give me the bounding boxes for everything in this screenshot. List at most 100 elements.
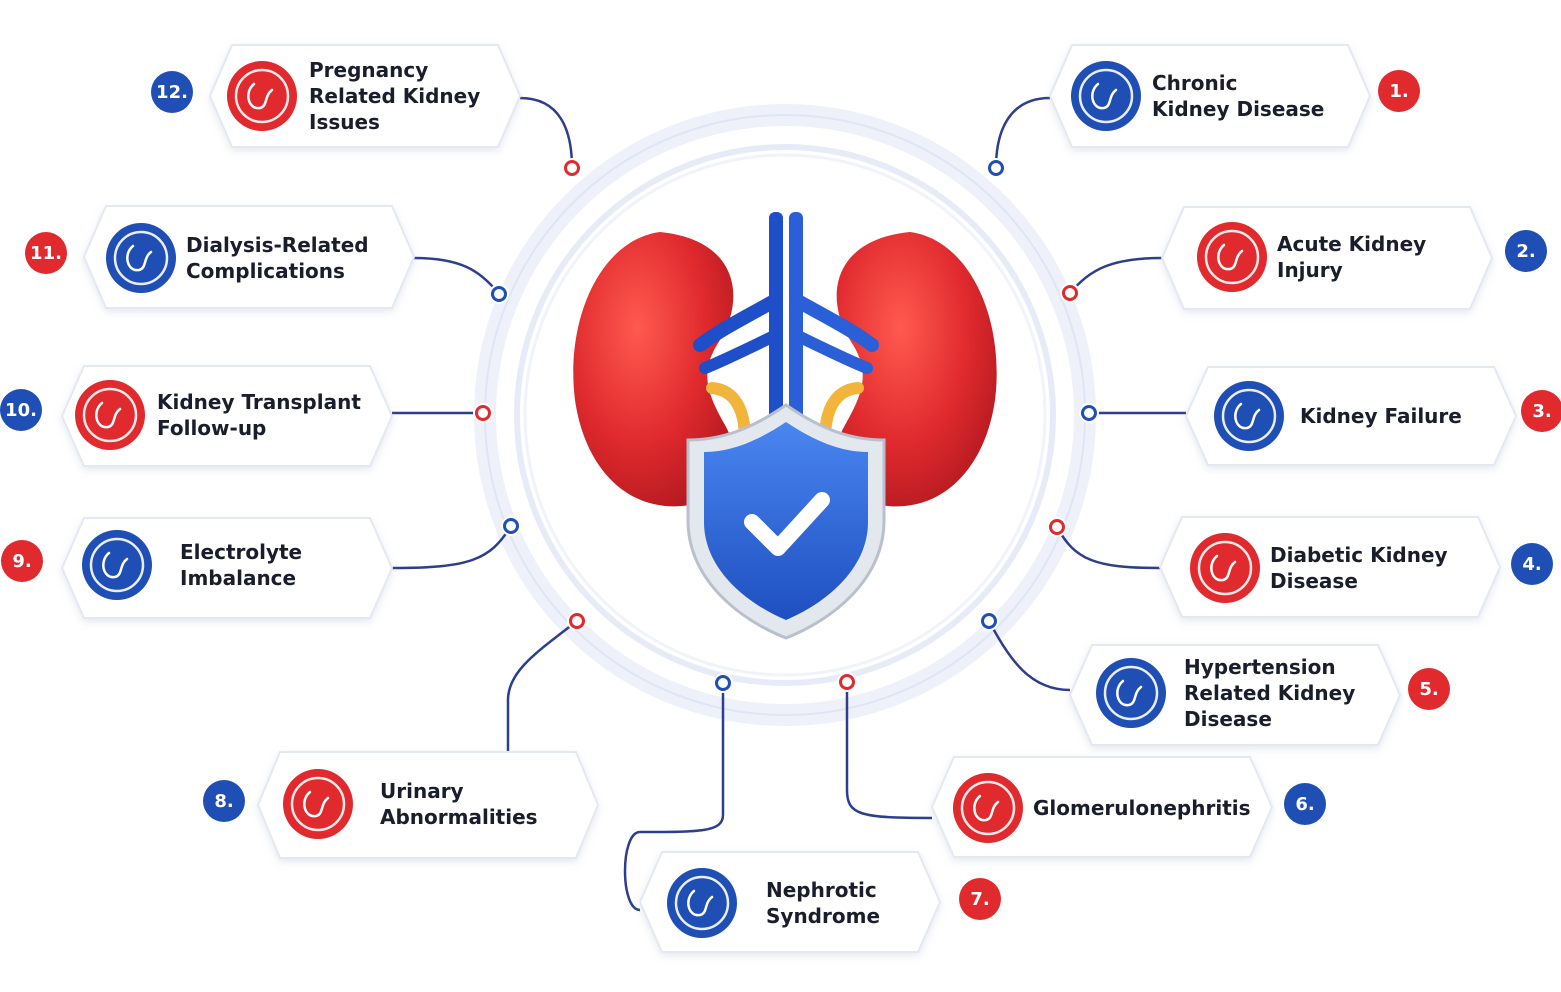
card-label-line: Hypertension [1184,655,1336,679]
icon-circle [667,868,737,938]
icon-circle [1190,533,1260,603]
ring-dot-marker-3 [1081,405,1097,421]
ring-dot-marker-11 [491,286,507,302]
number-badge-circle [1408,668,1450,710]
card-background [930,756,1274,858]
number-badge-label: 12. [156,82,188,103]
kidney-scan-icon [1071,61,1141,131]
card-label-line: Complications [186,259,345,283]
card-label-line: Dialysis-Related [186,233,369,257]
ring-dot-marker-5 [981,613,997,629]
connector-line-2 [1069,256,1163,294]
kidney-transplant-icon [75,380,145,450]
icon-glyph [303,790,330,818]
ring-dot-marker-6 [839,674,855,690]
icon-glyph-ring [1103,665,1159,721]
glucose-meter-icon [1190,533,1260,603]
icon-circle [82,530,152,600]
card-label-line: Acute Kidney [1277,232,1426,256]
number-badge-3: 3. [1521,390,1561,432]
icon-circle [283,769,353,839]
icon-circle [1214,381,1284,451]
number-badge-label: 2. [1516,241,1535,262]
icon-glyph-ring [1078,68,1134,124]
number-badge-label: 9. [12,551,31,572]
ring-dot-marker-7 [715,675,731,691]
connector-line-6 [845,682,933,820]
icon-glyph-ring [1197,540,1253,596]
connector-line-9 [391,525,513,570]
connector-lines [391,96,1186,912]
card-background [208,44,522,148]
icon-circle [1197,222,1267,292]
number-badge-11: 11. [25,232,67,274]
card-label-line: Urinary [380,779,464,803]
pregnancy-icon [227,61,297,131]
connector-line-7 [623,683,725,912]
icon-glyph [687,889,714,917]
number-badge-8: 8. [203,780,245,822]
number-badge-12: 12. [151,71,193,113]
number-badge-label: 5. [1419,679,1438,700]
number-badge-circle [25,232,67,274]
blood-pressure-heart-icon [1096,658,1166,728]
number-badge-circle [151,71,193,113]
number-badge-circle [959,878,1001,920]
number-badge-9: 9. [1,540,43,582]
connector-line-12 [519,96,574,169]
icon-glyph [102,551,129,579]
condition-card-3[interactable]: Kidney Failure [1184,366,1518,466]
icon-glyph-ring [1204,229,1260,285]
connector-line-1 [994,96,1051,169]
number-badge-label: 3. [1532,401,1551,422]
number-badge-circle [1521,390,1561,432]
icon-glyph [95,401,122,429]
number-badge-6: 6. [1284,783,1326,825]
kidneys-icon [1214,381,1284,451]
number-badge-1: 1. [1378,70,1420,112]
dialysis-machine-icon [106,223,176,293]
icon-circle [75,380,145,450]
card-label-line: Disease [1270,569,1358,593]
number-badge-circle [0,389,42,431]
icon-glyph [247,82,274,110]
card-label-line: Kidney Transplant [157,390,361,414]
icon-glyph [126,244,153,272]
connector-line-5 [987,620,1071,692]
icon-glyph [1210,554,1237,582]
card-label-line: Imbalance [180,566,296,590]
card-label-line: Kidney Disease [1152,97,1324,121]
number-badge-5: 5. [1408,668,1450,710]
icon-circle [953,773,1023,843]
number-badge-circle [203,780,245,822]
number-badge-label: 10. [5,400,37,421]
number-badge-4: 4. [1511,543,1553,585]
connector-line-8 [506,620,578,752]
icon-glyph [1217,243,1244,271]
icon-glyph-ring [89,537,145,593]
icon-glyph [1234,402,1261,430]
ring-dot-marker-1 [988,160,1004,176]
icon-glyph-ring [82,387,138,443]
card-label-line: Related Kidney [1184,681,1355,705]
icon-glyph-ring [960,780,1016,836]
card-label-line: Syndrome [766,904,880,928]
number-badge-label: 4. [1522,554,1541,575]
number-badge-label: 7. [970,889,989,910]
icon-glyph [1116,679,1143,707]
icon-circle [106,223,176,293]
condition-card-6[interactable]: Glomerulonephritis [930,756,1274,858]
card-label-line: Abnormalities [380,805,538,829]
urinary-tract-icon [283,769,353,839]
card-background [82,205,416,309]
